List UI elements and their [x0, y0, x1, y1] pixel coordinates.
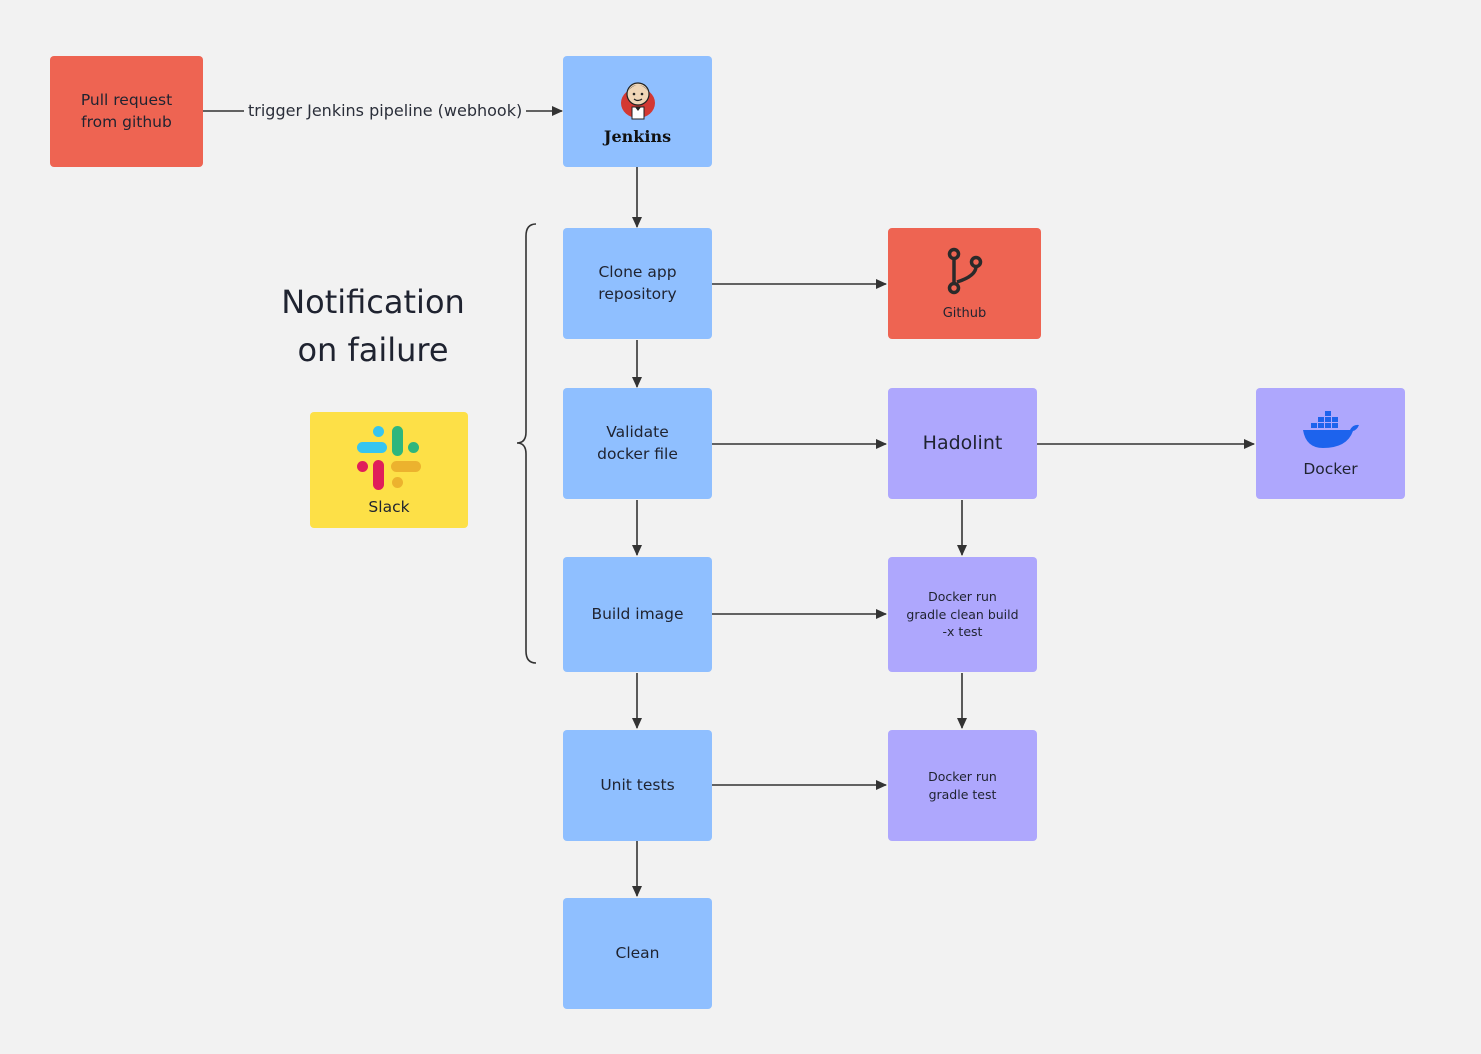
- docker-build-label: Docker run gradle clean build -x test: [906, 589, 1019, 640]
- clean-node[interactable]: Clean: [563, 898, 712, 1009]
- docker-label: Docker: [1303, 459, 1358, 478]
- github-node[interactable]: Github: [888, 228, 1041, 339]
- slack-label: Slack: [368, 498, 410, 516]
- git-branch-icon: [945, 246, 985, 300]
- jenkins-node[interactable]: Jenkins: [563, 56, 712, 167]
- docker-test-label: Docker run gradle test: [928, 769, 997, 802]
- clone-label: Clone app repository: [598, 262, 677, 303]
- notification-title: Notification on failure: [281, 283, 465, 369]
- jenkins-butler-icon: [618, 77, 658, 125]
- validate-dockerfile-node[interactable]: Validate docker file: [563, 388, 712, 499]
- unit-tests-node[interactable]: Unit tests: [563, 730, 712, 841]
- hadolint-label: Hadolint: [922, 432, 1003, 455]
- unit-tests-label: Unit tests: [600, 775, 675, 794]
- failure-scope-brace: [516, 223, 537, 664]
- github-label: Github: [942, 306, 987, 321]
- build-image-node[interactable]: Build image: [563, 557, 712, 672]
- pull-request-node[interactable]: Pull request from github: [50, 56, 203, 167]
- clean-label: Clean: [615, 943, 660, 962]
- slack-logo-icon: [355, 424, 423, 496]
- docker-node[interactable]: Docker: [1256, 388, 1405, 499]
- build-label: Build image: [591, 604, 684, 623]
- trigger-edge-label: trigger Jenkins pipeline (webhook): [244, 100, 527, 122]
- slack-node[interactable]: Slack: [310, 412, 468, 528]
- validate-label: Validate docker file: [597, 422, 678, 463]
- jenkins-label: Jenkins: [603, 127, 672, 146]
- pull-request-label: Pull request from github: [80, 90, 173, 131]
- docker-whale-icon: [1301, 410, 1361, 456]
- clone-repository-node[interactable]: Clone app repository: [563, 228, 712, 339]
- docker-test-node[interactable]: Docker run gradle test: [888, 730, 1037, 841]
- hadolint-node[interactable]: Hadolint: [888, 388, 1037, 499]
- docker-build-node[interactable]: Docker run gradle clean build -x test: [888, 557, 1037, 672]
